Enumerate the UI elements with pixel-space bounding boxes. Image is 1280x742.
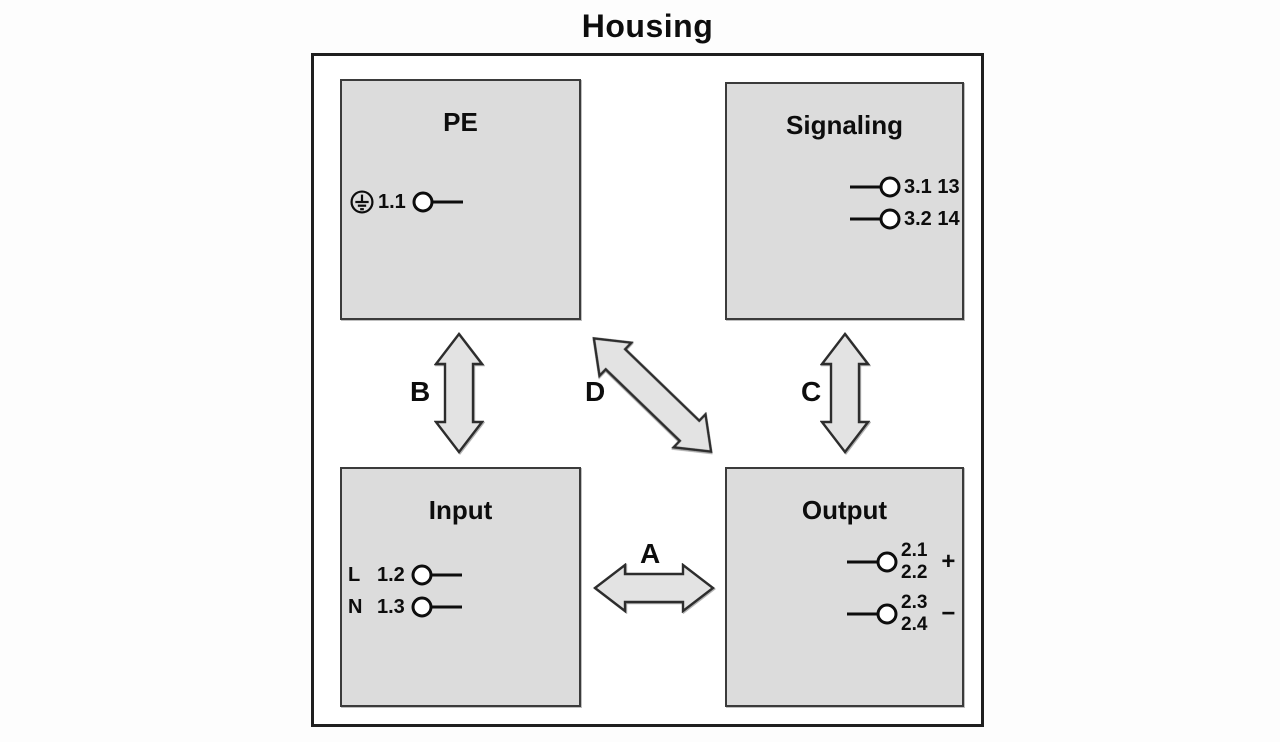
terminal-circle-left-icon <box>847 551 898 573</box>
terminal-circle-left-icon <box>850 208 901 230</box>
signaling-terminal-row: 3.1 13 <box>848 173 960 201</box>
terminal-circle-right-icon <box>411 564 462 586</box>
input-terminal-label: 1.3 <box>377 595 405 618</box>
arrow-a-icon <box>593 563 715 613</box>
arrow-d-icon <box>592 337 713 453</box>
arrow-b-icon <box>434 332 484 454</box>
output-terminal-label: 2.3 <box>901 592 928 613</box>
terminal-circle-right-icon <box>412 191 463 213</box>
housing-outline: PE 1.1 Signaling <box>311 53 984 727</box>
terminal-circle-right-icon <box>411 596 462 618</box>
signaling-terminal-label: 3.2 14 <box>904 207 960 230</box>
output-polarity-sign: + <box>941 548 956 575</box>
protective-earth-icon <box>350 190 374 214</box>
output-box-title: Output <box>801 495 888 525</box>
terminal-circle-left-icon <box>847 603 898 625</box>
signaling-box-title: Signaling <box>786 110 903 140</box>
output-terminal-label: 2.2 <box>901 562 928 583</box>
output-terminal-row: 2.1 2.2 + <box>845 538 955 586</box>
output-terminal-label: 2.4 <box>901 614 928 635</box>
output-polarity-sign: − <box>941 600 956 627</box>
terminal-circle-left-icon <box>850 176 901 198</box>
input-box: Input L 1.2 N 1.3 <box>340 467 581 707</box>
output-terminal-labels: 2.1 2.2 <box>901 540 927 584</box>
pe-box: PE 1.1 <box>340 79 581 320</box>
input-terminal-prefix: N <box>348 595 363 618</box>
signaling-box: Signaling 3.1 13 3.2 14 <box>725 82 964 320</box>
output-terminal-row: 2.3 2.4 − <box>845 590 955 638</box>
input-box-title: Input <box>428 495 493 525</box>
output-terminal-label: 2.1 <box>901 540 928 561</box>
arrow-b-label: B <box>410 376 431 407</box>
pe-box-title: PE <box>443 107 478 137</box>
arrow-c-icon <box>820 332 870 454</box>
output-box: Output 2.1 2.2 + 2.3 2.4 <box>725 467 964 707</box>
input-terminal-prefix: L <box>348 563 361 586</box>
arrow-c-label: C <box>801 376 822 407</box>
output-terminal-labels: 2.3 2.4 <box>901 592 927 636</box>
pe-terminal-row: 1.1 <box>350 188 465 216</box>
diagram-title: Housing <box>581 8 714 44</box>
input-terminal-row: N 1.3 <box>348 593 464 621</box>
pe-terminal-label: 1.1 <box>378 190 406 213</box>
signaling-terminal-row: 3.2 14 <box>848 205 960 233</box>
arrow-d-label: D <box>585 376 606 407</box>
arrow-a-label: A <box>640 538 661 569</box>
input-terminal-row: L 1.2 <box>348 561 464 589</box>
signaling-terminal-label: 3.1 13 <box>904 175 960 198</box>
input-terminal-label: 1.2 <box>377 563 405 586</box>
